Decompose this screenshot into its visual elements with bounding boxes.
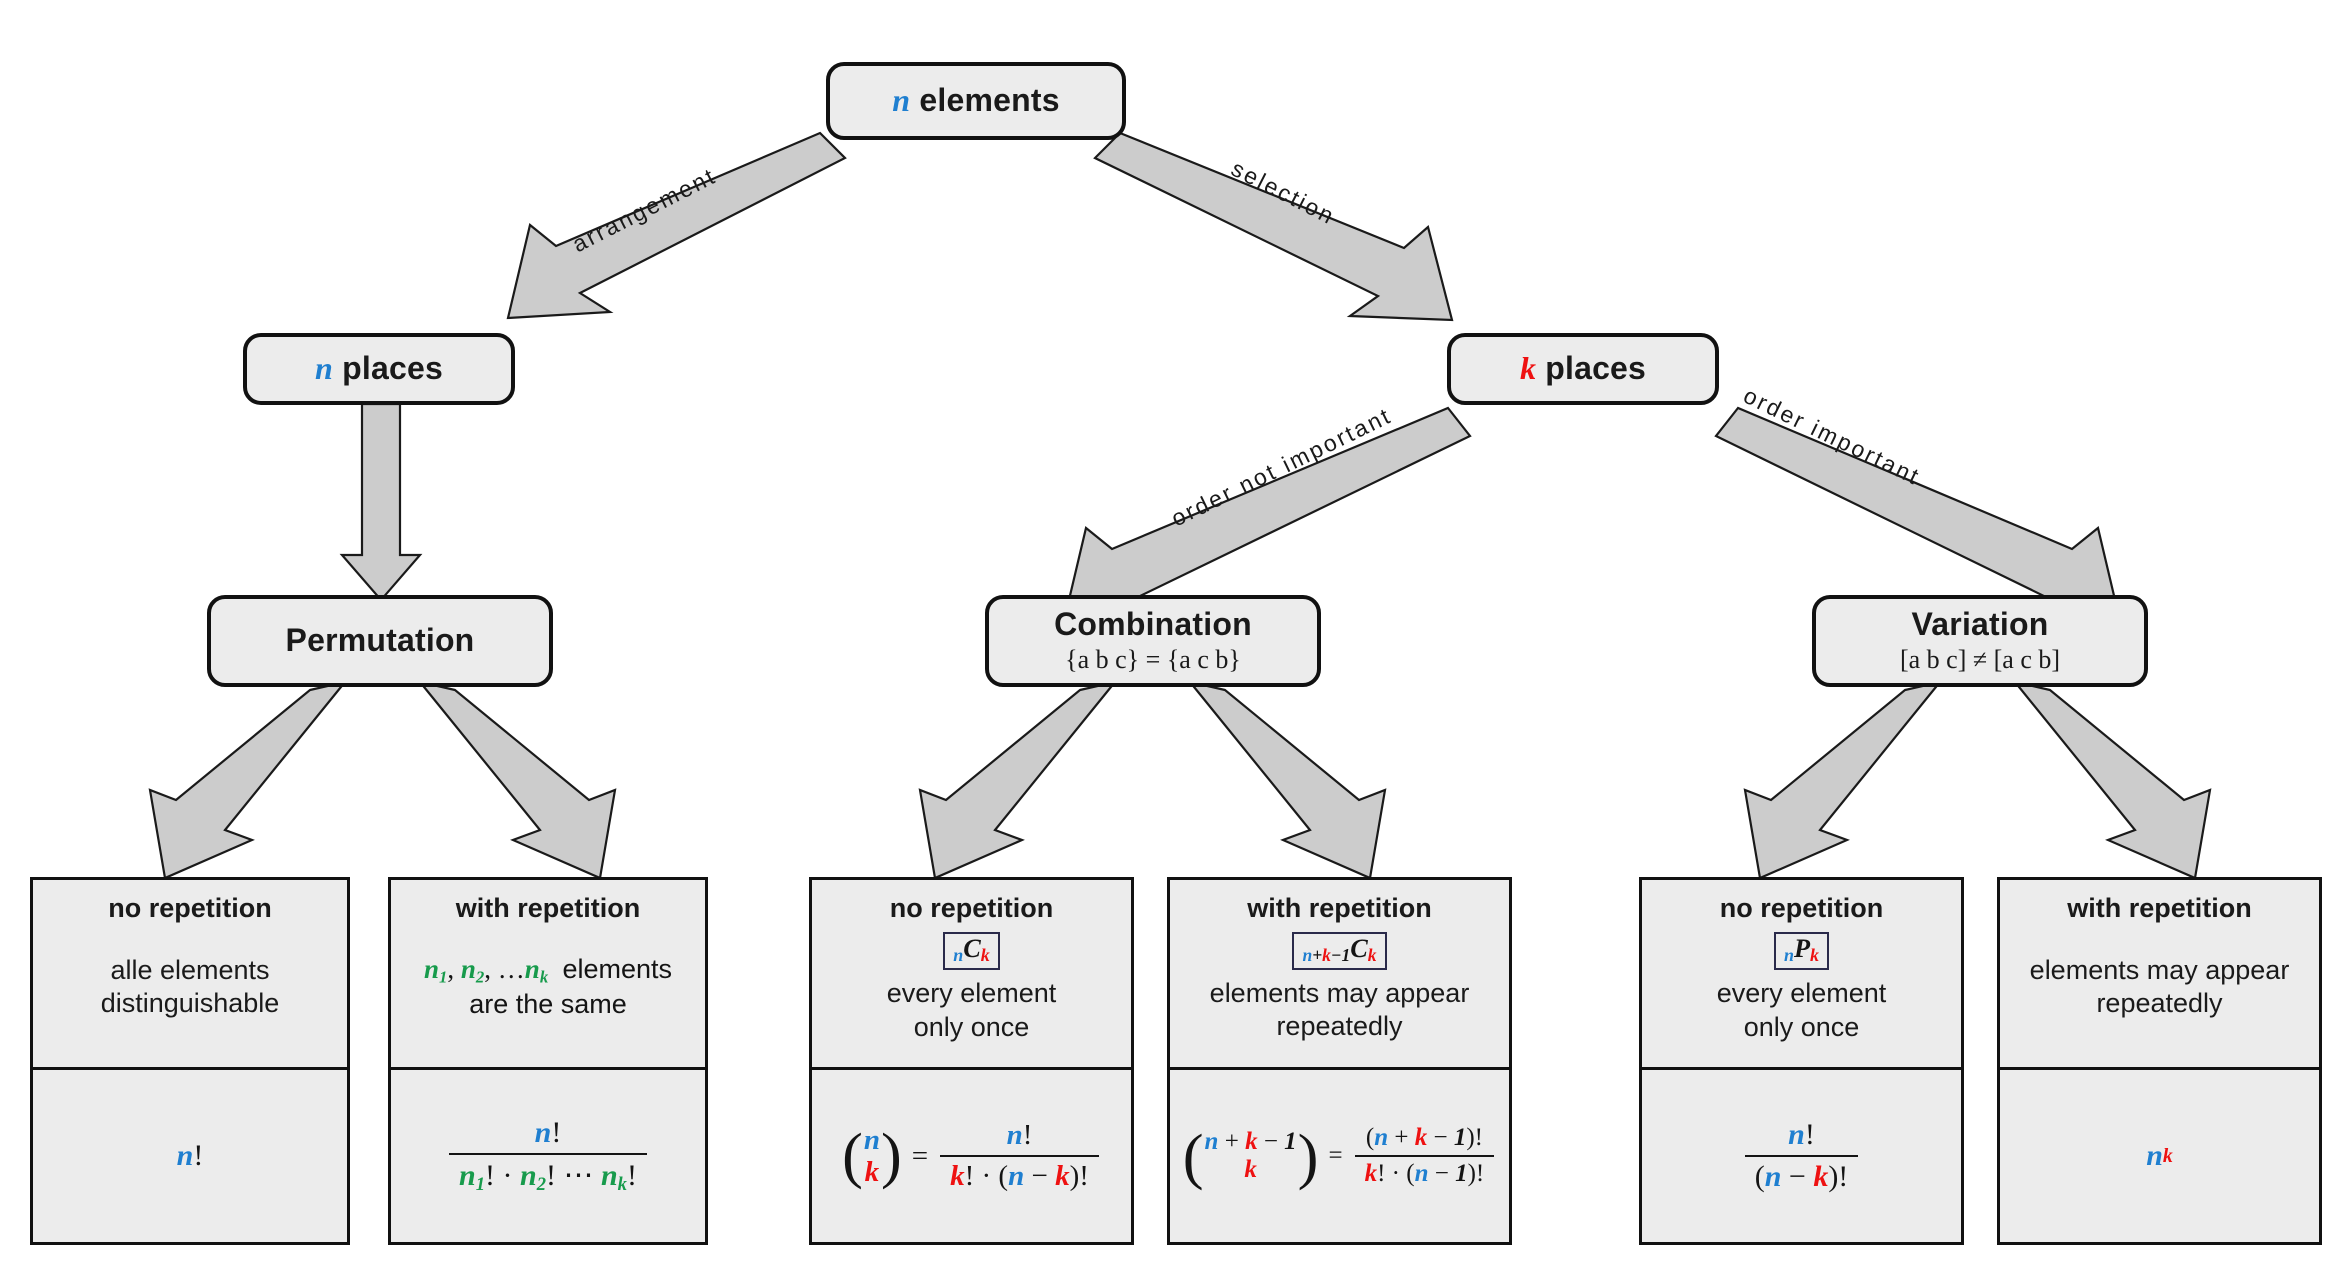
arrow-variation-left xyxy=(1743,680,1943,880)
arrow-arrangement xyxy=(506,131,847,320)
card-perm-with-rep[interactable]: with repetition n1, n2, …nk elements are… xyxy=(388,877,708,1245)
arrow-order-not-important xyxy=(1062,406,1472,623)
node-k-places[interactable]: k places xyxy=(1447,333,1719,405)
card-symbol-nCk: nCk xyxy=(943,931,1000,971)
arrow-permutation-left xyxy=(148,680,348,880)
card-description: n1, n2, …nk elements are the same xyxy=(423,953,673,1020)
arrow-permutation-right xyxy=(417,680,617,880)
card-header: with repetition xyxy=(1247,893,1432,923)
card-formula: ( n k ) = n! k! · (n − k)! xyxy=(812,1070,1131,1242)
card-symbol-nPk: nPk xyxy=(1773,931,1830,971)
node-combination-label: Combination xyxy=(1054,605,1252,642)
card-top: with repetition n1, n2, …nk elements are… xyxy=(391,880,705,1070)
card-symbol-nk1Ck: n+k−1Ck xyxy=(1292,931,1387,970)
node-n-elements[interactable]: n elements xyxy=(826,62,1126,140)
card-top: with repetition n+k−1Ck elements may app… xyxy=(1170,880,1509,1070)
card-formula: ( n + k − 1 k ) = (n + k − 1)! k! · (n −… xyxy=(1170,1070,1509,1242)
node-variation-sub: [a b c] ≠ [a c b] xyxy=(1899,644,2061,674)
card-formula: n! n1! · n2! ⋯ nk! xyxy=(391,1070,705,1242)
arrow-nplaces-permutation xyxy=(339,402,423,602)
node-n-places-label: n places xyxy=(315,350,443,387)
card-header: with repetition xyxy=(455,893,641,923)
node-n-elements-label: n elements xyxy=(892,82,1060,119)
card-formula: n! (n − k)! xyxy=(1642,1070,1961,1242)
card-header: with repetition xyxy=(2067,893,2252,923)
node-combination-sub: {a b c} = {a c b} xyxy=(1065,644,1241,674)
card-header: no repetition xyxy=(889,893,1054,923)
card-comb-with-rep[interactable]: with repetition n+k−1Ck elements may app… xyxy=(1167,877,1512,1245)
node-variation-label: Variation xyxy=(1911,605,2049,642)
node-combination[interactable]: Combination {a b c} = {a c b} xyxy=(985,595,1321,687)
node-permutation-label: Permutation xyxy=(285,622,475,659)
arrow-selection xyxy=(1093,131,1454,322)
arrow-variation-right xyxy=(2012,680,2212,880)
node-permutation[interactable]: Permutation xyxy=(207,595,553,687)
arrow-combination-left xyxy=(918,680,1118,880)
node-variation[interactable]: Variation [a b c] ≠ [a c b] xyxy=(1812,595,2148,687)
card-formula: n! xyxy=(176,1139,204,1172)
node-n-places[interactable]: n places xyxy=(243,333,515,405)
arrow-combination-right xyxy=(1187,680,1387,880)
node-k-places-label: k places xyxy=(1519,350,1647,387)
card-header: no repetition xyxy=(108,893,272,923)
arrow-order-important xyxy=(1714,406,2122,623)
card-header: no repetition xyxy=(1719,893,1884,923)
